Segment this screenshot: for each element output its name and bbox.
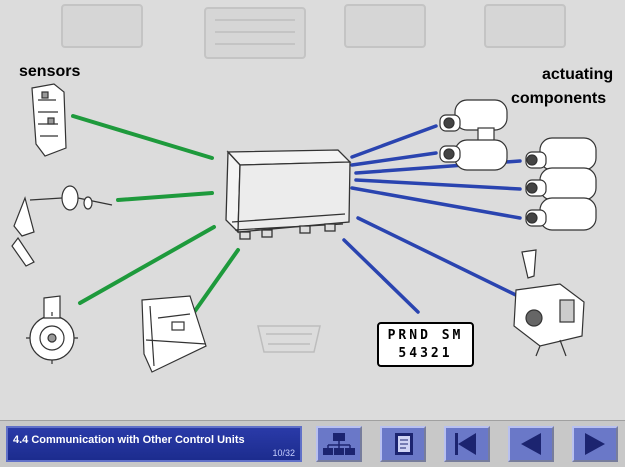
previous-page-button[interactable] [508,426,554,462]
chapter-title-box: 4.4 Communication with Other Control Uni… [6,426,302,462]
shift-solenoid-icons [525,137,597,231]
network-icon [323,433,355,455]
diagnostic-connector-icon [257,325,321,353]
first-page-icon [455,433,476,455]
temperature-probe-icon [11,185,113,267]
actuator-lines [342,124,522,314]
chapter-title: 4.4 Communication with Other Control Uni… [13,434,245,446]
page-counter: 10/32 [272,448,295,458]
sensor-module-icon [31,83,67,157]
gear-display: PRND SM 54321 [377,322,474,367]
control-unit [225,149,352,240]
book-icon [395,433,413,455]
diagram-canvas [11,4,597,373]
background-units [61,4,566,59]
first-page-button[interactable] [444,426,490,462]
components-label: components [511,90,607,107]
previous-page-icon [521,433,541,455]
speed-sensor-icon [26,295,78,364]
next-page-icon [585,433,605,455]
bottom-toolbar: 4.4 Communication with Other Control Uni… [0,420,625,467]
selector-lever-icon [141,295,207,373]
next-page-button[interactable] [572,426,618,462]
network-button[interactable] [316,426,362,462]
actuating-label: actuating [542,66,614,83]
diagram-stage: sensors actuating components PRND SM 543… [11,4,614,373]
gear-numbers: 54321 [398,346,453,361]
lock-actuator-icon [513,249,585,357]
sensor-lines [71,114,240,320]
book-button[interactable] [380,426,426,462]
pressure-regulator-icons [439,99,508,171]
gear-positions: PRND SM [387,328,464,343]
sensors-label: sensors [19,63,81,80]
